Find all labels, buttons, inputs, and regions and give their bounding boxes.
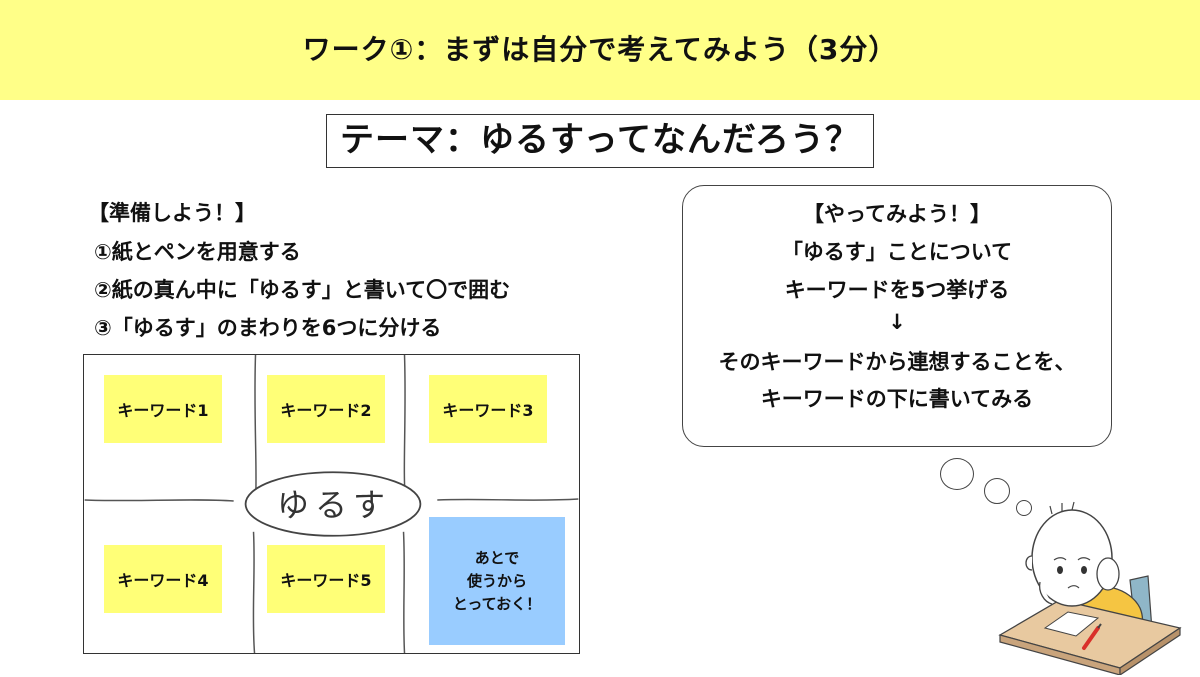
thought-bubble-large (940, 458, 974, 490)
thinking-person-illustration (990, 500, 1190, 675)
paper-sheet-illustration: ゆるす キーワード1 キーワード2 キーワード3 キーワード4 キーワード5 あ… (83, 354, 580, 654)
prep-step-1: ①紙とペンを用意する (94, 236, 301, 266)
keyword-note-2: キーワード2 (267, 375, 385, 443)
theme-box: テーマ：ゆるすってなんだろう？ (326, 114, 874, 168)
prep-heading: 【準備しよう！】 (88, 197, 256, 227)
down-arrow-icon: ↓ (683, 310, 1111, 334)
center-word-yurusu: ゆるす (254, 477, 414, 533)
keyword-note-5: キーワード5 (267, 545, 385, 613)
later-note-line-1: あとで (475, 547, 520, 570)
instruction-line-2: キーワードを5つ挙げる (683, 274, 1111, 304)
work-title: ワーク①：まずは自分で考えてみよう（3分） (0, 28, 1200, 68)
prep-step-2: ②紙の真ん中に「ゆるす」と書いて〇で囲む (94, 274, 510, 304)
keyword-note-1: キーワード1 (104, 375, 222, 443)
instruction-heading: 【やってみよう！】 (683, 198, 1111, 228)
instruction-line-4: キーワードの下に書いてみる (683, 383, 1111, 413)
keyword-note-4: キーワード4 (104, 545, 222, 613)
later-note-line-2: 使うから (467, 570, 527, 593)
later-note-line-3: とっておく！ (453, 593, 541, 616)
keyword-note-3: キーワード3 (429, 375, 547, 443)
save-for-later-note: あとで 使うから とっておく！ (429, 517, 565, 645)
prep-step-3: ③「ゆるす」のまわりを6つに分ける (94, 312, 441, 342)
instruction-bubble: 【やってみよう！】 「ゆるす」ことについて キーワードを5つ挙げる ↓ そのキー… (682, 185, 1112, 447)
instruction-line-1: 「ゆるす」ことについて (683, 236, 1111, 266)
instruction-line-3: そのキーワードから連想することを、 (683, 346, 1111, 376)
